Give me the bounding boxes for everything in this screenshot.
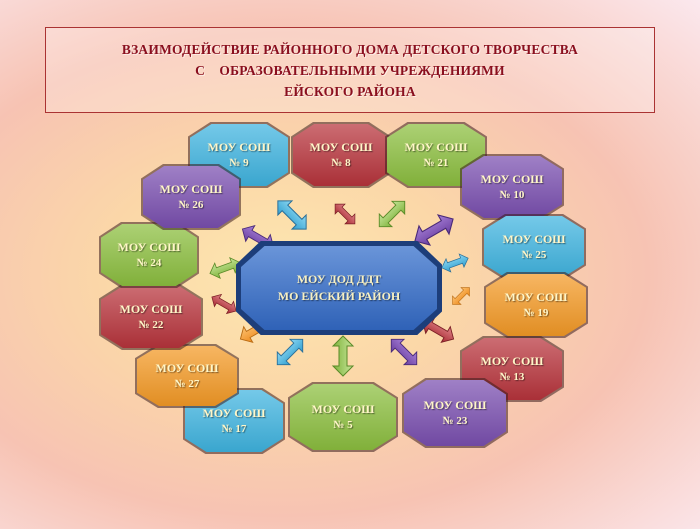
school-node-number: № 17	[221, 423, 247, 435]
school-node-number: № 27	[174, 378, 200, 390]
arrow-to-sosh-5	[332, 335, 354, 377]
school-node-label: МОУ СОШ	[117, 240, 181, 254]
title-line-3: ЕЙСКОГО РАЙОНА	[284, 83, 416, 99]
school-node: МОУ СОШ № 23	[404, 380, 506, 446]
school-node-number: № 25	[521, 249, 547, 261]
arrow-to-sosh-25	[439, 251, 471, 275]
school-node-label: МОУ СОШ	[311, 402, 375, 416]
school-node-number: № 10	[499, 189, 525, 201]
school-node-label: МОУ СОШ	[423, 398, 487, 412]
school-node-number: № 22	[138, 319, 164, 331]
arrow-to-sosh-17	[270, 332, 310, 372]
school-node-label: МОУ СОШ	[480, 354, 544, 368]
school-node-label: МОУ СОШ	[119, 302, 183, 316]
school-node-number: № 5	[333, 419, 353, 431]
school-node-number: № 19	[523, 307, 549, 319]
title-line-1: ВЗАИМОДЕЙСТВИЕ РАЙОННОГО ДОМА ДЕТСКОГО Т…	[121, 41, 579, 57]
school-node-label: МОУ СОШ	[159, 182, 223, 196]
center-node-ddt: МОУ ДОД ДДТ МО ЕЙСКИЙ РАЙОН	[241, 246, 437, 330]
school-node-label: МОУ СОШ	[155, 361, 219, 375]
school-node: МОУ СОШ № 22	[101, 286, 201, 348]
arrow-to-sosh-22	[208, 290, 240, 318]
school-node-number: № 9	[229, 157, 249, 169]
center-node-line-2: МО ЕЙСКИЙ РАЙОН	[277, 289, 401, 303]
school-node: МОУ СОШ № 5	[290, 384, 396, 450]
title-line-2: С ОБРАЗОВАТЕЛЬНЫМИ УЧРЕЖДЕНИЯМИ	[195, 62, 505, 78]
arrow-to-sosh-9	[270, 193, 314, 237]
school-node: МОУ СОШ № 25	[484, 216, 584, 278]
school-node-number: № 24	[136, 257, 162, 269]
center-node-line-1: МОУ ДОД ДДТ	[296, 272, 382, 286]
school-node-number: № 26	[178, 199, 204, 211]
diagram-title-box: ВЗАИМОДЕЙСТВИЕ РАЙОННОГО ДОМА ДЕТСКОГО Т…	[45, 27, 655, 113]
school-node-label: МОУ СОШ	[404, 140, 468, 154]
school-node: МОУ СОШ № 8	[293, 124, 389, 186]
school-node-label: МОУ СОШ	[502, 232, 566, 246]
school-node: МОУ СОШ № 17	[185, 390, 283, 452]
arrow-to-sosh-19	[447, 282, 475, 310]
school-node-label: МОУ СОШ	[504, 290, 568, 304]
arrow-to-sosh-8	[329, 198, 361, 230]
school-node-number: № 23	[442, 415, 468, 427]
school-node-label: МОУ СОШ	[309, 140, 373, 154]
school-node: МОУ СОШ № 27	[137, 346, 237, 406]
arrow-to-sosh-21	[372, 194, 412, 234]
arrow-to-sosh-23	[384, 332, 424, 372]
school-node-label: МОУ СОШ	[207, 140, 271, 154]
school-node: МОУ СОШ № 19	[486, 274, 586, 336]
school-node: МОУ СОШ № 24	[101, 224, 197, 286]
school-node-number: № 13	[499, 371, 525, 383]
school-node-label: МОУ СОШ	[202, 406, 266, 420]
school-node: МОУ СОШ № 10	[462, 156, 562, 218]
school-node-number: № 8	[331, 157, 351, 169]
school-node: МОУ СОШ № 26	[143, 166, 239, 228]
school-node-number: № 21	[423, 157, 449, 169]
school-node-label: МОУ СОШ	[480, 172, 544, 186]
